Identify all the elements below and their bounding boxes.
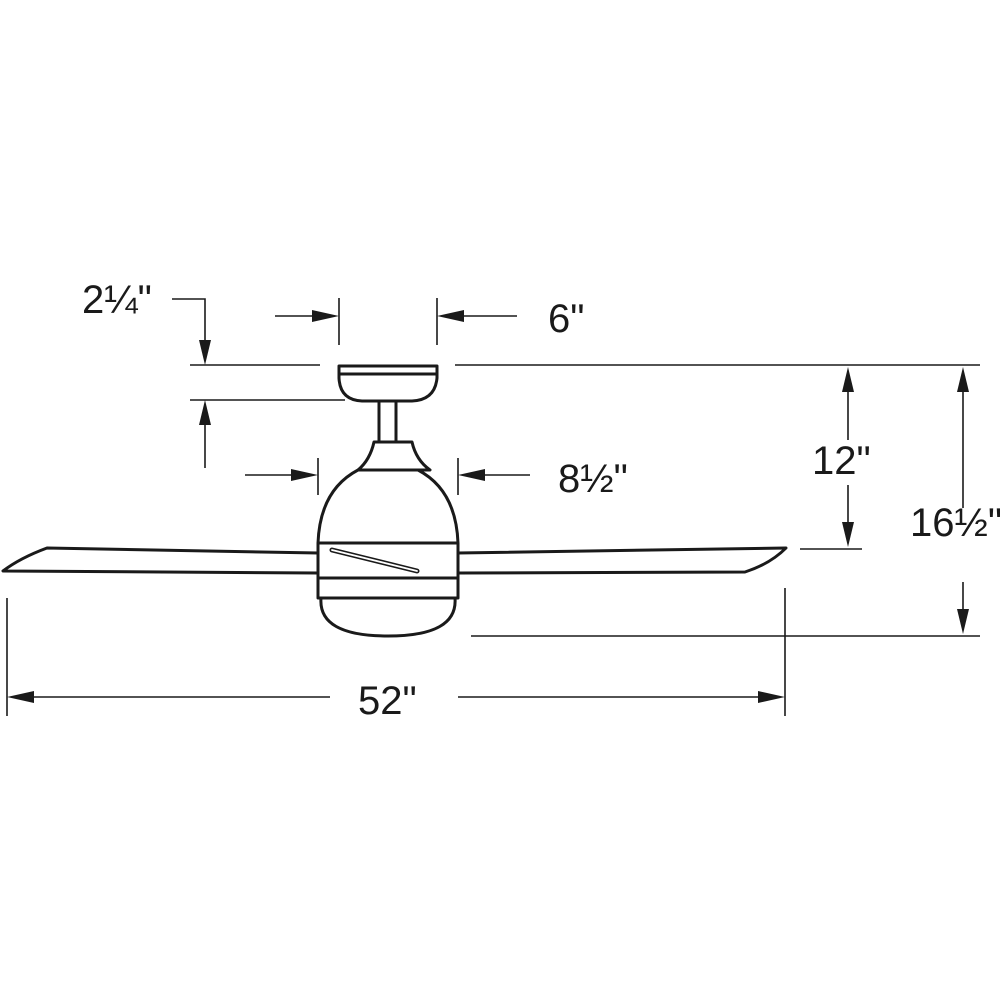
dimension-labels: 2¼" 6" 8½" 12" 16½" 52": [82, 278, 1000, 723]
left-blade: [1, 546, 319, 575]
fan-drawing: [1, 364, 788, 638]
downrod: [377, 401, 398, 442]
motor-collar: [356, 440, 432, 472]
canopy-width-label: 6": [548, 297, 584, 341]
dimension-lines: [6, 298, 980, 716]
right-blade: [457, 546, 788, 575]
motor-housing: [316, 468, 460, 545]
overall-height-label: 16½": [910, 501, 1000, 545]
blade-span-label: 52": [358, 679, 417, 723]
ceiling-to-blade-label: 12": [812, 439, 871, 483]
housing-band: [316, 543, 460, 600]
light-bowl: [319, 597, 457, 638]
motor-width-label: 8½": [558, 457, 628, 501]
canopy: [337, 364, 439, 403]
canopy-height-label: 2¼": [82, 278, 152, 322]
